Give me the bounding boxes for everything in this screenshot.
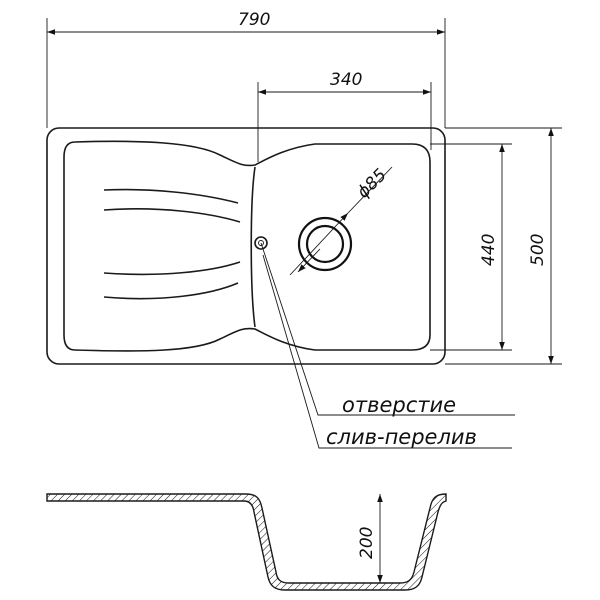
sink-plan-view: ϕ85 bbox=[46, 127, 446, 365]
callout-leader-2 bbox=[262, 254, 512, 449]
callout-text-line1: отверстие bbox=[342, 393, 456, 417]
sink-outer-outline bbox=[46, 127, 446, 365]
sink-section-view bbox=[46, 493, 447, 591]
dimension-340: 340 bbox=[257, 70, 432, 162]
dimension-label-790: 790 bbox=[238, 10, 270, 30]
drain-hole bbox=[297, 216, 353, 272]
drain-hole-outer bbox=[297, 216, 353, 272]
drainboard-rib-2 bbox=[103, 208, 241, 223]
dimension-label-200: 200 bbox=[357, 527, 377, 559]
dimension-label-340: 340 bbox=[330, 70, 362, 90]
dimension-drain-diameter: ϕ85 bbox=[289, 165, 393, 276]
drainboard-rib-1 bbox=[103, 188, 239, 204]
bowl-divider-line bbox=[250, 166, 256, 328]
dimension-label-diameter: ϕ85 bbox=[353, 165, 390, 202]
section-hatched-wall bbox=[46, 493, 447, 591]
sink-inner-outline bbox=[63, 140, 431, 352]
drainboard-rib-4 bbox=[103, 282, 239, 300]
drainboard-rib-3 bbox=[103, 261, 241, 276]
callout-leader-1 bbox=[260, 242, 515, 416]
dimension-label-500: 500 bbox=[528, 234, 548, 266]
dimension-200: 200 bbox=[357, 494, 383, 583]
dimension-790: 790 bbox=[46, 10, 446, 128]
callout-text-line2: слив-перелив bbox=[326, 425, 477, 449]
dimension-label-440: 440 bbox=[479, 234, 499, 266]
drain-hole-inner bbox=[305, 224, 345, 264]
dimension-500: 500 bbox=[445, 127, 562, 365]
overflow-callout: отверстие слив-перелив bbox=[260, 242, 515, 449]
dimension-440: 440 bbox=[430, 143, 512, 351]
overflow-hole-outer bbox=[254, 236, 268, 250]
overflow-hole bbox=[254, 236, 268, 250]
overflow-hole-inner bbox=[258, 240, 264, 246]
diameter-leader-up bbox=[347, 166, 393, 214]
diameter-arrow-down bbox=[297, 248, 321, 273]
